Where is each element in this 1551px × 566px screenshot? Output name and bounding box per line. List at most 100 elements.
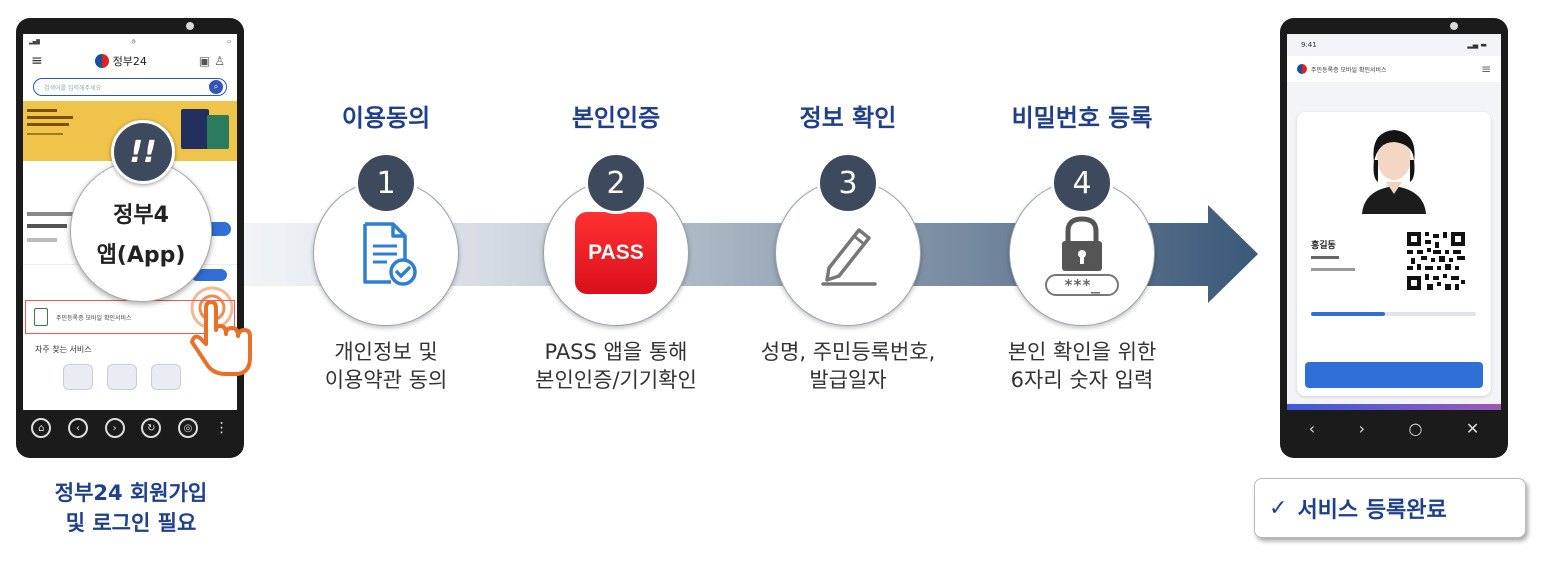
step-3-desc-line-1: 성명, 주민등록번호, [760, 340, 936, 364]
home-icon[interactable]: ⌂ [31, 418, 52, 438]
settings-icon[interactable]: ◎ [177, 418, 198, 438]
step-2-desc-line-1: PASS 앱을 통해 [544, 340, 688, 364]
service-icon[interactable] [151, 364, 181, 390]
status-bar: 9:41 ▂▄ ▬ [1287, 34, 1501, 56]
banner-text-line [27, 133, 63, 135]
forward-icon[interactable]: › [1358, 418, 1365, 438]
step-2-circle: PASS [543, 180, 689, 326]
tap-finger-icon [190, 286, 252, 376]
step-4-desc-line-2: 6자리 숫자 입력 [1010, 368, 1154, 392]
menu-icon[interactable]: ≡ [31, 53, 43, 69]
frequent-services-label: 자주 찾는 서비스 [35, 345, 92, 354]
text-line [27, 238, 57, 242]
search-icon[interactable]: ⌕ [209, 80, 223, 94]
right-phone-screen: 9:41 ▂▄ ▬ 주민등록증 모바일 확인서비스 ≡ 홍길동 [1287, 34, 1501, 410]
step-1-number: 1 [355, 152, 417, 214]
close-icon[interactable]: ✕ [1465, 418, 1480, 438]
registration-complete-badge: ✓ 서비스 등록완료 [1254, 478, 1526, 538]
step-1-circle [313, 180, 459, 326]
step-4-title: 비밀번호 등록 [1011, 104, 1153, 132]
id-number-line [1311, 256, 1339, 259]
step-1-desc-line-2: 이용약관 동의 [324, 368, 448, 392]
step-2-desc-line-2: 본인인증/기기확인 [535, 368, 697, 392]
step-2-number: 2 [585, 152, 647, 214]
check-icon: ✓ [1269, 495, 1288, 521]
step-4-desc-line-1: 본인 확인을 위한 [1007, 340, 1157, 364]
header-icons: ▣♙ [199, 54, 229, 68]
id-address-line [1311, 268, 1355, 271]
banner-text-line [27, 123, 69, 126]
menu-icon[interactable]: ≡ [1480, 62, 1491, 76]
battery-icon: ▭ [227, 37, 231, 45]
search-input[interactable]: 검색어를 입력해주세요 ⌕ [33, 78, 227, 96]
mobile-id-card: 홍길동 [1297, 112, 1491, 396]
nav-bar: ‹ › ○ ✕ [1287, 412, 1501, 444]
action-pill-button[interactable] [191, 269, 227, 281]
callout-title: 정부4 [113, 203, 169, 228]
service-icons [63, 364, 181, 390]
status-time: 9:41 [1301, 41, 1317, 49]
password-mask-label: ***_ [1064, 276, 1101, 294]
clock-icon: ◷ [131, 37, 136, 45]
left-caption: 정부24 회원가입 및 로그인 필요 [18, 478, 244, 538]
footer-ticker-bar [1287, 404, 1501, 410]
step-4-number: 4 [1051, 152, 1113, 214]
back-icon[interactable]: ‹ [1308, 418, 1316, 438]
nav-bar: ⌂ ‹ › ↻ ◎ ⋮ [23, 412, 237, 444]
id-holder-name: 홍길동 [1311, 241, 1336, 251]
step-1-desc-line-1: 개인정보 및 [334, 340, 438, 364]
signal-battery-icon: ▂▄ ▬ [1467, 41, 1487, 49]
status-bar: ▂▄▆ ◷ ▭ [23, 34, 237, 48]
more-icon[interactable]: ⋮ [214, 420, 229, 436]
text-line [27, 212, 77, 216]
user-icon[interactable]: ♙ [214, 54, 229, 68]
service-icon[interactable] [107, 364, 137, 390]
passport-image [181, 109, 209, 149]
camera-dot [1450, 22, 1458, 30]
caption-line-2: 및 로그인 필요 [65, 511, 197, 535]
id-app-header: 주민등록증 모바일 확인서비스 ≡ [1287, 56, 1501, 82]
pass-app-icon: PASS [575, 212, 657, 294]
service-row-label: 주민등록증 모바일 확인서비스 [56, 314, 132, 322]
id-photo [1354, 120, 1434, 214]
right-phone: 9:41 ▂▄ ▬ 주민등록증 모바일 확인서비스 ≡ 홍길동 [1280, 18, 1508, 458]
validity-progress-bar [1311, 312, 1476, 316]
step-3-desc-line-2: 발급일자 [809, 368, 887, 392]
qr-code [1407, 232, 1465, 290]
lock-icon: ***_ [1045, 216, 1119, 296]
refresh-icon[interactable]: ↻ [141, 418, 162, 438]
camera-dot [186, 22, 194, 30]
wallet-icon[interactable]: ▣ [198, 54, 215, 68]
app-logo[interactable]: 정부24 [94, 53, 147, 69]
step-1-description: 개인정보 및 이용약관 동의 [276, 338, 496, 394]
document-check-icon [363, 222, 417, 286]
banner-text-line [27, 109, 57, 112]
back-icon[interactable]: ‹ [67, 418, 88, 438]
banner-text-line [27, 116, 73, 119]
step-4-description: 본인 확인을 위한 6자리 숫자 입력 [972, 338, 1192, 394]
step-3-number: 3 [817, 152, 879, 214]
forward-icon[interactable]: › [104, 418, 125, 438]
step-3-title: 정보 확인 [799, 104, 897, 132]
id-card-icon [34, 308, 48, 326]
step-2-title: 본인인증 [571, 104, 661, 132]
app-name: 정부24 [112, 55, 147, 68]
service-icon[interactable] [63, 364, 93, 390]
signal-icon: ▂▄▆ [29, 37, 40, 45]
search-placeholder: 검색어를 입력해주세요 [44, 84, 102, 92]
step-3-description: 성명, 주민등록번호, 발급일자 [738, 338, 958, 394]
id-app-title: 주민등록증 모바일 확인서비스 [1311, 66, 1387, 74]
home-icon[interactable]: ○ [1408, 418, 1423, 438]
taegeuk-logo-icon [1297, 64, 1307, 74]
app-header: ≡ 정부24 ▣♙ [23, 48, 237, 74]
taegeuk-logo-icon [94, 54, 109, 68]
validity-progress-fill [1311, 312, 1386, 316]
alert-badge: !! [111, 120, 175, 184]
id-app-logo: 주민등록증 모바일 확인서비스 [1297, 64, 1387, 74]
text-line [27, 224, 67, 228]
step-2-description: PASS 앱을 통해 본인인증/기기확인 [506, 338, 726, 394]
show-details-button[interactable] [1305, 362, 1483, 388]
caption-line-1: 정부24 회원가입 [54, 481, 208, 505]
pencil-icon [821, 228, 877, 286]
